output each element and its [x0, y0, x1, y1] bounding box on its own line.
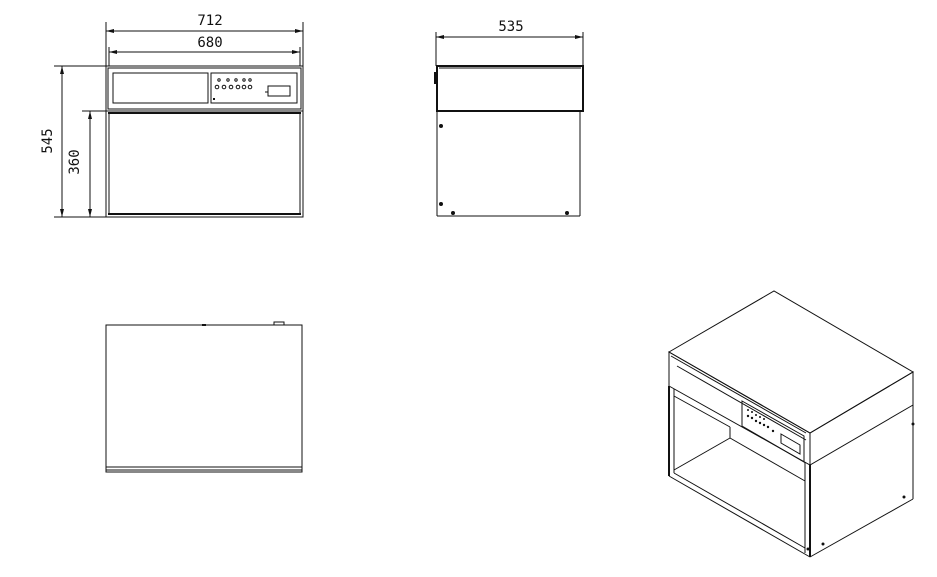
side-view: 535 — [434, 19, 584, 217]
dim-inner-width: 680 — [108, 35, 301, 66]
side-cabinet-outline — [434, 65, 584, 217]
dim-overall-height: 545 — [40, 65, 106, 218]
dim-label-712: 712 — [197, 13, 222, 29]
dim-lower-height: 360 — [67, 110, 106, 217]
dim-overall-width: 712 — [105, 13, 304, 66]
front-view: 712 680 545 360 — [40, 13, 304, 218]
dim-label-545: 545 — [40, 128, 56, 153]
dim-side-depth: 535 — [435, 19, 584, 66]
dim-label-535: 535 — [498, 19, 523, 35]
dim-label-680: 680 — [197, 35, 222, 51]
iso-control-buttons — [746, 409, 801, 455]
front-cabinet-outline — [105, 65, 304, 218]
dim-label-360: 360 — [67, 149, 83, 174]
top-view — [105, 321, 303, 473]
isometric-view — [668, 290, 915, 558]
front-control-panel — [213, 78, 291, 100]
